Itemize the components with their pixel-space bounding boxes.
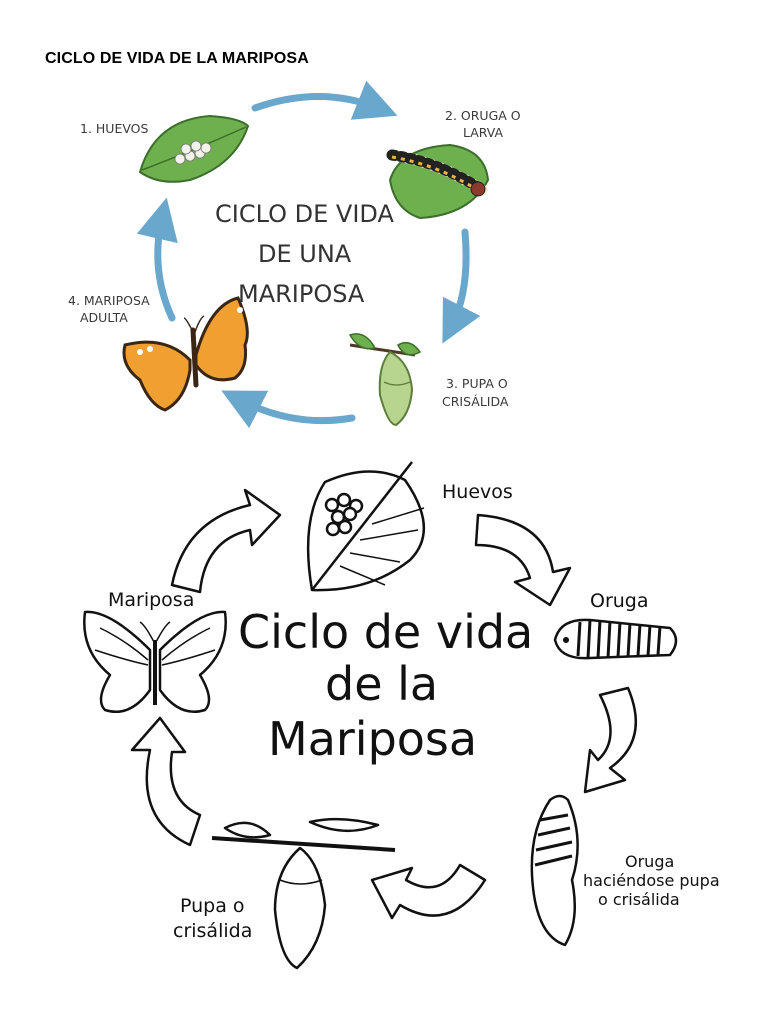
outline-label-forming-pupa-line3: o crisálida xyxy=(598,890,680,909)
outline-center-title-line3: Mariposa xyxy=(268,712,477,766)
arrow-pupa-to-adult xyxy=(221,390,356,429)
outline-center-title-line2: de la xyxy=(325,657,438,711)
outline-label-larva: Oruga xyxy=(590,590,649,612)
outline-label-butterfly: Mariposa xyxy=(108,589,194,611)
outline-arrow-3 xyxy=(583,686,637,794)
butterfly-color-icon xyxy=(122,296,249,412)
eggs-leaf-icon xyxy=(138,114,250,183)
outline-eggs-leaf-icon xyxy=(306,461,425,592)
stage-label-pupa-line1: 3. PUPA O xyxy=(446,376,508,391)
color-diagram: 1. HUEVOS 2. ORUGA O LARVA 3. PUPA O CRI… xyxy=(68,80,521,429)
stage-label-larva-line2: LARVA xyxy=(463,125,504,140)
outline-label-eggs: Huevos xyxy=(442,481,513,503)
arrow-eggs-to-larva xyxy=(251,80,398,120)
arrow-adult-to-eggs xyxy=(136,197,178,322)
outline-diagram xyxy=(83,461,678,970)
outline-forming-pupa-icon xyxy=(530,794,579,947)
page-title: CICLO DE VIDA DE LA MARIPOSA xyxy=(45,50,309,67)
outline-arrow-4 xyxy=(370,863,487,920)
outline-label-pupa-line1: Pupa o xyxy=(180,895,245,917)
outline-arrow-2 xyxy=(474,513,572,607)
outline-chrysalis-icon xyxy=(211,817,396,970)
chrysalis-icon xyxy=(348,333,422,427)
stage-label-adult-line2: ADULTA xyxy=(80,310,128,325)
color-center-title-line2: DE UNA xyxy=(258,240,352,268)
stage-label-eggs: 1. HUEVOS xyxy=(80,121,149,136)
stage-label-adult-line1: 4. MARIPOSA xyxy=(68,293,150,308)
arrow-larva-to-pupa xyxy=(442,228,481,344)
outline-butterfly-icon xyxy=(83,610,227,713)
outline-arrow-5 xyxy=(130,716,202,847)
outline-center-title-line1: Ciclo de vida xyxy=(238,605,533,659)
outline-label-forming-pupa-line2: haciéndose pupa xyxy=(583,871,720,890)
color-center-title-line1: CICLO DE VIDA xyxy=(215,200,394,228)
outline-label-pupa-line2: crisálida xyxy=(173,920,252,942)
stage-label-pupa-line2: CRISÁLIDA xyxy=(442,394,509,409)
caterpillar-leaf-icon xyxy=(386,143,490,220)
outline-caterpillar-icon xyxy=(553,618,678,660)
outline-arrow-1 xyxy=(170,488,282,594)
color-center-title-line3: MARIPOSA xyxy=(238,280,365,308)
stage-label-larva-line1: 2. ORUGA O xyxy=(445,108,521,123)
outline-label-forming-pupa-line1: Oruga xyxy=(625,852,674,871)
